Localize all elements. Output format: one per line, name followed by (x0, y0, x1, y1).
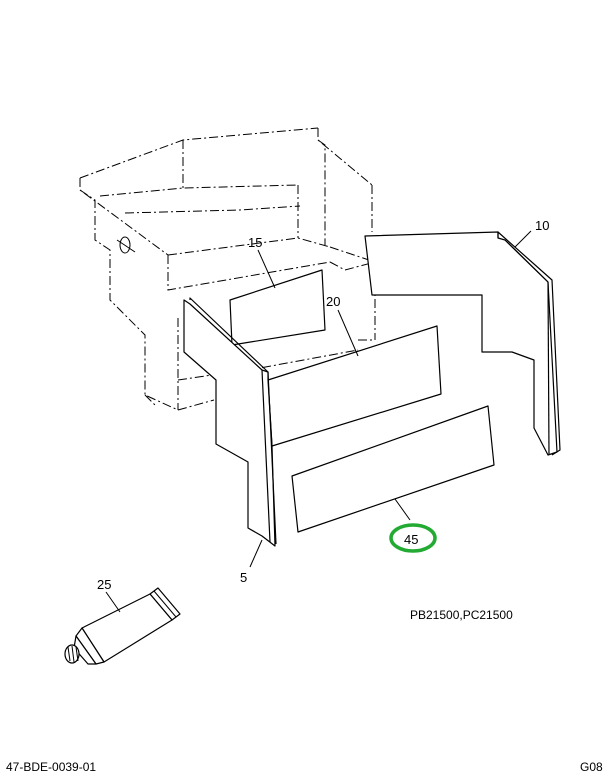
callout-45: 45 (404, 532, 418, 547)
callout-10: 10 (535, 218, 549, 233)
panel-5[interactable] (183, 297, 277, 547)
drawing-number: 47-BDE-0039-01 (6, 760, 96, 774)
panel-20[interactable] (267, 325, 442, 447)
panel-10[interactable] (364, 231, 561, 456)
panel-15[interactable] (229, 269, 326, 346)
tube-25[interactable] (64, 587, 181, 665)
section-code: G08 (580, 760, 603, 774)
model-applicability: PB21500,PC21500 (410, 608, 513, 622)
callout-20: 20 (326, 294, 340, 309)
leader-lines (105, 230, 532, 613)
cab-structure (79, 127, 376, 411)
callout-15: 15 (248, 235, 262, 250)
callout-25: 25 (97, 577, 111, 592)
panel-45[interactable] (291, 405, 495, 533)
circle-highlight-icon (389, 523, 437, 553)
callout-5: 5 (240, 570, 247, 585)
